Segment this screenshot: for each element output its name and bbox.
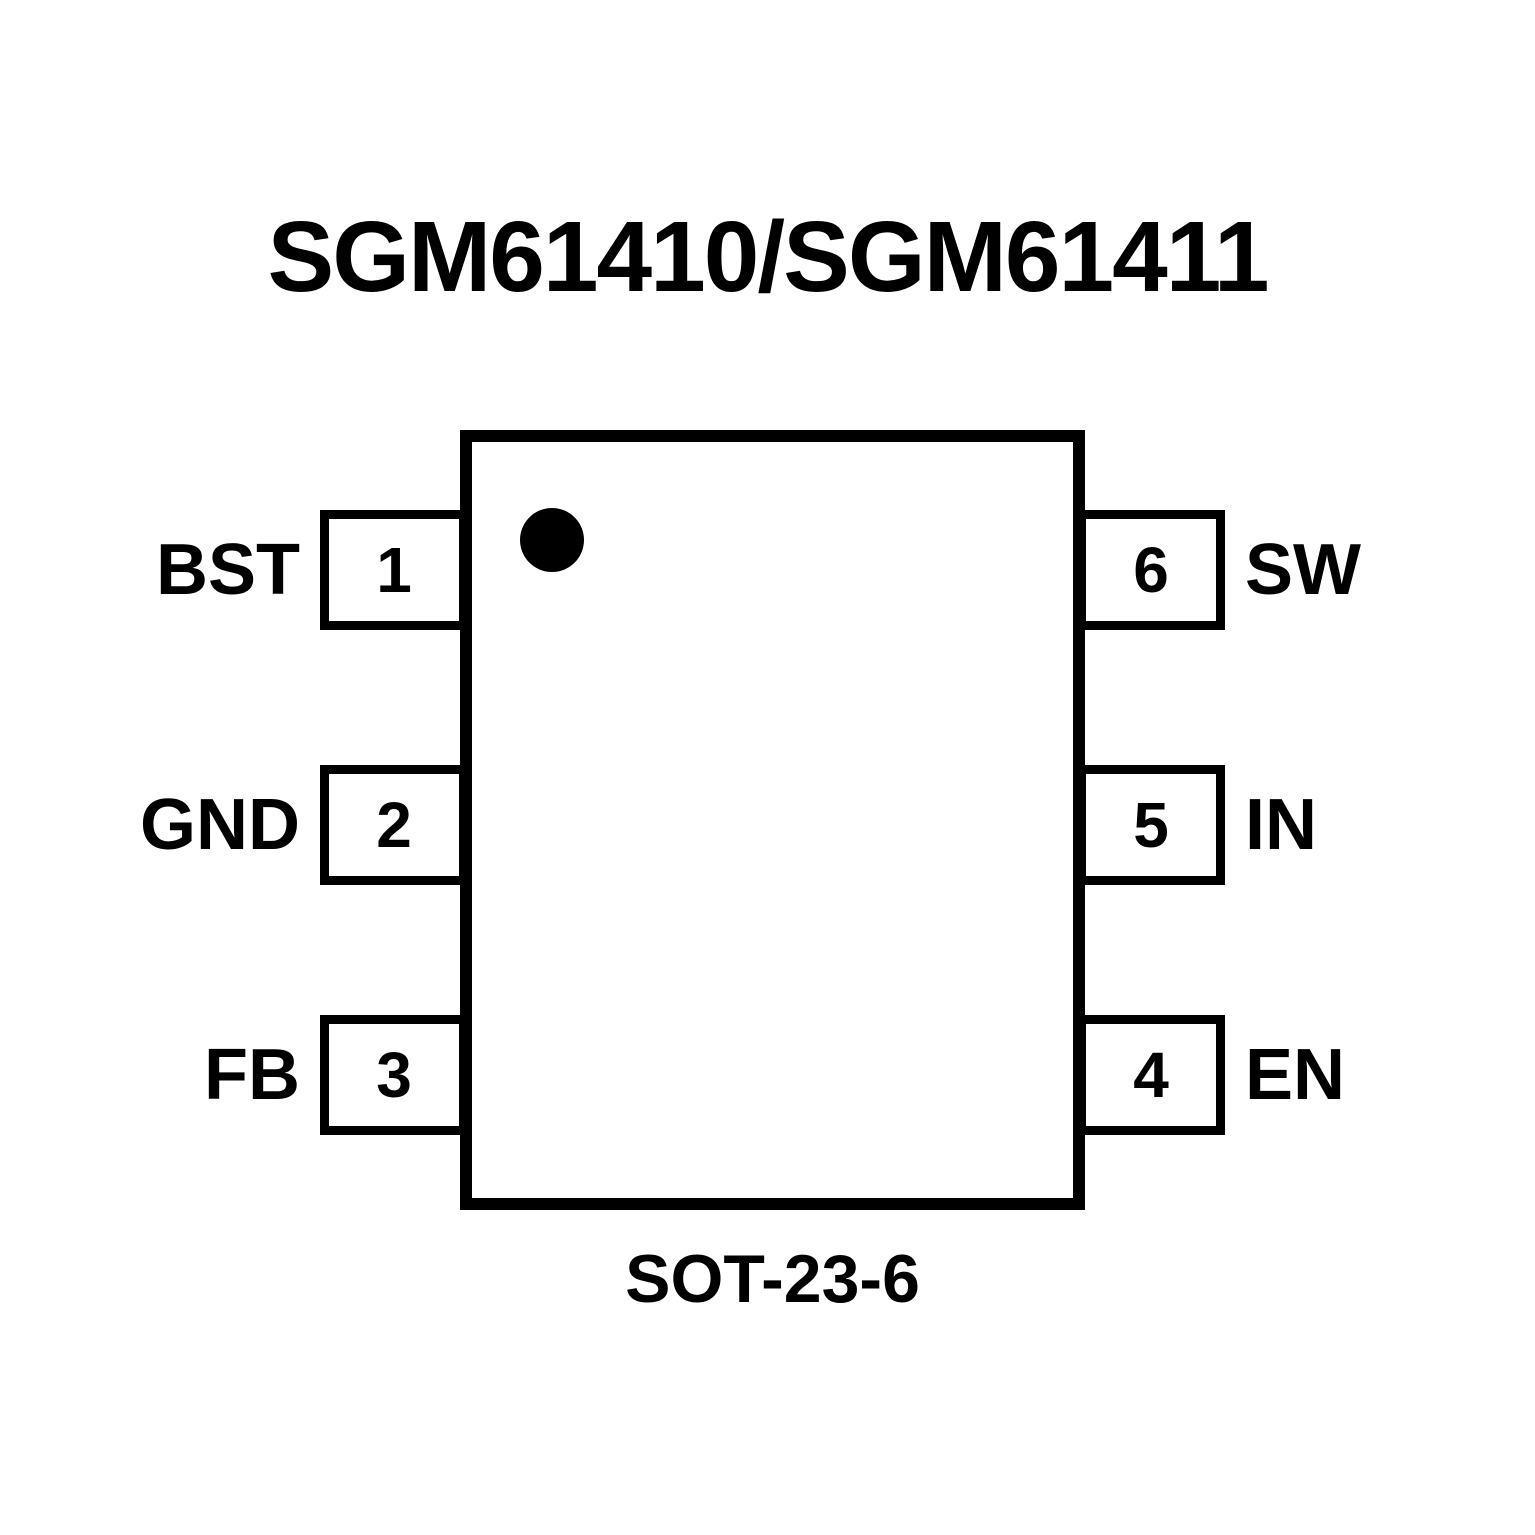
pin-name-in: IN [1245, 785, 1317, 865]
pin-number-4: 4 [1133, 1039, 1169, 1111]
pin-box-4: 4 [1077, 1015, 1225, 1135]
page-title: SGM61410/SGM61411 [267, 201, 1270, 313]
pin-box-6: 6 [1077, 510, 1225, 630]
pin-row-4-en: 4 EN [1077, 1015, 1345, 1135]
pin-name-sw: SW [1245, 530, 1361, 610]
pin-number-3: 3 [376, 1039, 412, 1111]
pin-row-6-sw: 6 SW [1077, 510, 1361, 630]
pin-name-bst: BST [156, 530, 300, 610]
pin-number-1: 1 [376, 534, 412, 606]
pin-number-2: 2 [376, 789, 412, 861]
ic-package-body [460, 430, 1085, 1210]
pin-row-5-in: 5 IN [1077, 765, 1317, 885]
pin-row-2-gnd: GND 2 [100, 765, 468, 885]
pin-box-5: 5 [1077, 765, 1225, 885]
pin-box-2: 2 [320, 765, 468, 885]
pin-box-1: 1 [320, 510, 468, 630]
pin-row-1-bst: BST 1 [100, 510, 468, 630]
pin-name-gnd: GND [140, 785, 300, 865]
pin-number-6: 6 [1133, 534, 1169, 606]
pin-name-fb: FB [204, 1035, 300, 1115]
pin-box-3: 3 [320, 1015, 468, 1135]
package-name-label: SOT-23-6 [625, 1241, 920, 1317]
pin1-indicator-dot-icon [520, 508, 584, 572]
pin-name-en: EN [1245, 1035, 1346, 1115]
pin-row-3-fb: FB 3 [100, 1015, 468, 1135]
pin-number-5: 5 [1133, 789, 1169, 861]
